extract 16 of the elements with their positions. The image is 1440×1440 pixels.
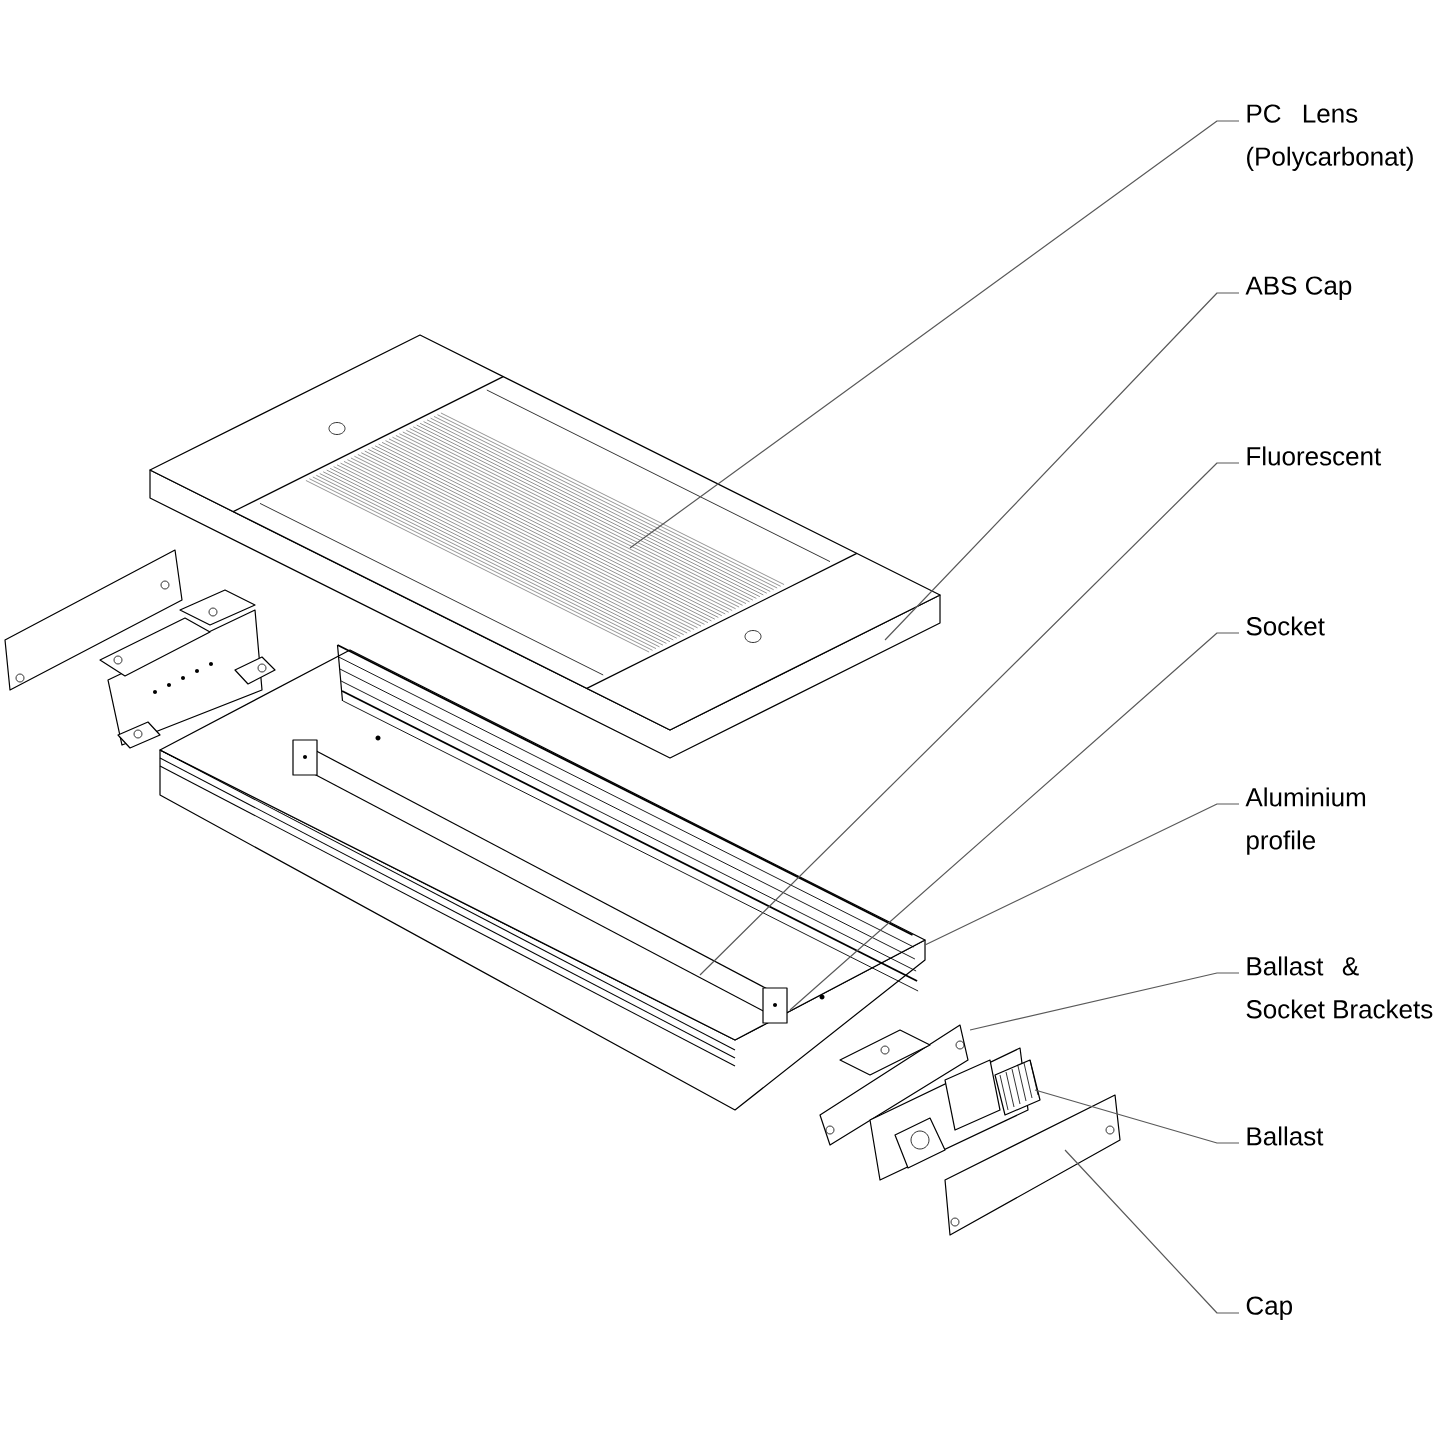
- part-label: Fluorescent: [1247, 446, 1382, 466]
- leader-line: [1064, 1149, 1240, 1314]
- leader-line: [1034, 1089, 1240, 1144]
- leader-line: [924, 803, 1240, 946]
- leader-line: [884, 292, 1240, 641]
- part-label: Aluminium profile: [1245, 787, 1366, 855]
- leader-line: [699, 462, 1240, 976]
- part-label: Ballast: [1247, 1126, 1324, 1146]
- part-label: PC Lens (Polycarbonat): [1247, 104, 1413, 171]
- leader-line: [789, 632, 1240, 1011]
- part-label: ABS Cap: [1245, 276, 1352, 300]
- part-label: Socket: [1246, 616, 1325, 636]
- part-label: Cap: [1246, 1296, 1292, 1320]
- leader-line: [969, 972, 1240, 1031]
- leader-line: [629, 120, 1240, 549]
- part-label: Ballast & Socket Brackets: [1246, 956, 1433, 1019]
